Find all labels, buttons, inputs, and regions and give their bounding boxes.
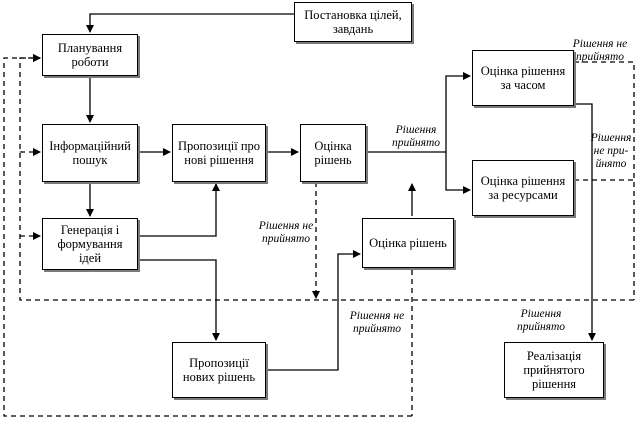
arrow-generation-to-proposals [138,183,220,237]
solution-evaluation-lower-box: Оцінка рішень [362,218,454,268]
info-search-text: Інформаційний пошук [49,139,131,167]
arrow-split-to-time [445,72,471,152]
label-not-accepted-mid-left: Рішення не прийнято [258,220,314,245]
work-planning-text: Планування роботи [57,41,123,69]
goal-setting-text: Постановка цілей, завдань [304,8,402,36]
label-not-accepted-bottom-mid: Рішення не прийнято [349,310,405,335]
new-solutions-proposals-bottom-box: Пропозиції нових рішень [172,342,266,398]
idea-generation-box: Генерація і формування ідей [42,218,138,270]
resource-evaluation-box: Оцінка рішення за ресурсами [472,160,574,216]
resource-evaluation-text: Оцінка рішення за ресурсами [480,174,566,202]
arrow-generation-to-bottom-proposals [138,259,220,341]
arrow-time-to-implementation [574,103,596,341]
work-planning-box: Планування роботи [42,34,138,76]
arrow-split-to-resources [445,152,471,194]
idea-generation-text: Генерація і формування ідей [57,223,123,265]
arrow-bottom-proposals-to-lower-eval [266,250,361,371]
info-search-box: Інформаційний пошук [42,124,138,182]
implementation-text: Реалізація прийнятого рішення [523,349,585,391]
new-solution-proposals-box: Пропозиції про нові рішення [172,124,266,182]
time-evaluation-text: Оцінка рішення за часом [480,64,566,92]
solution-evaluation-lower-text: Оцінка рішень [369,236,447,250]
dashed-bottom-return [3,54,412,417]
label-not-accepted-top-right: Рішення не прийнято [572,38,628,63]
goal-setting-box: Постановка цілей, завдань [294,2,412,42]
new-solutions-proposals-bottom-text: Пропозиції нових рішень [182,356,256,384]
label-not-accepted-right-side: Рішення не при-йнято [590,132,632,170]
arrow-goal-to-planning [86,13,294,33]
label-accepted-bottom-right: Рішення прийнято [516,308,566,333]
label-accepted-mid: Рішення прийнято [391,124,441,149]
new-solution-proposals-text: Пропозиції про нові рішення [177,139,261,167]
implementation-box: Реалізація прийнятого рішення [504,342,604,398]
solution-evaluation-main-text: Оцінка рішень [314,139,352,167]
dashed-time-not-accepted [574,61,635,300]
solution-evaluation-main-box: Оцінка рішень [300,124,366,182]
time-evaluation-box: Оцінка рішення за часом [472,50,574,106]
